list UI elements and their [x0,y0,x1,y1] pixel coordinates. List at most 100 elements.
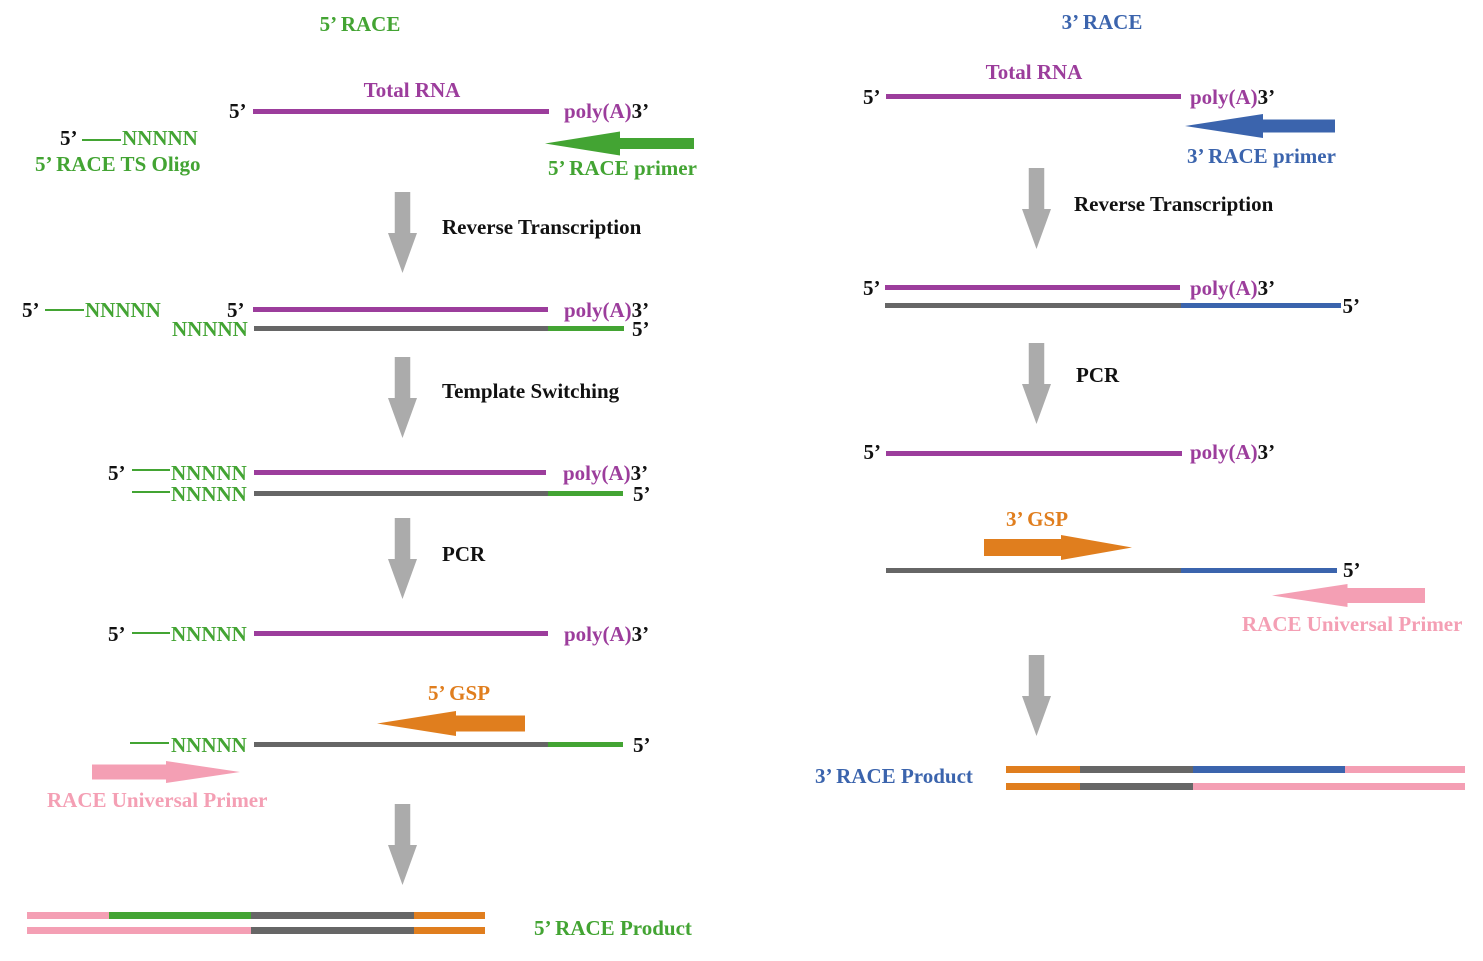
r-stepC-rna-5prime-label: 5’ [863,440,882,464]
stepB-oligo-line [45,309,84,311]
stepB-cdna-n-label: NNNNN [172,317,248,341]
product3-top-orange-segment [1005,766,1080,773]
three-prime-label: 3’ [631,298,650,322]
five-race-product-label: 5’ RACE Product [534,916,692,940]
stepC-cdna-oligo-line [131,491,170,493]
race-universal-primer-arrow-icon-right [1272,583,1425,607]
r-poly-a-3prime-label: poly(A)3’ [1190,84,1276,109]
product5-bottom-orange-segment [414,927,485,934]
product5-top-pink-segment [27,912,109,919]
reverse-transcription-arrow-icon-left [387,192,417,273]
ts-oligo-5prime-label: 5’ [60,125,78,150]
pcr-label-right: PCR [1076,363,1120,387]
r-stepC-cdna-strand [886,567,1181,573]
r-stepC-poly-a-3prime-label: poly(A)3’ [1190,442,1275,463]
stepE-cdna-5prime-label: 5’ [633,732,651,757]
product5-bottom-gray-segment [251,927,414,934]
five-gsp-arrow-icon [377,710,525,736]
product3-top-gray-segment [1080,766,1193,773]
three-race-primer-arrow-icon [1185,114,1335,138]
race-universal-primer-arrow-icon-left [92,761,240,783]
total-rna-label-left: Total RNA [363,78,461,102]
product5-top-green-segment [108,912,251,919]
product5-top-gray-segment [251,912,414,919]
product5-bottom-pink-segment [27,927,251,934]
five-race-primer-arrow-icon [545,131,694,156]
stepB-oligo-5prime-label: 5’ [22,298,40,322]
three-gsp-label: 3’ GSP [1006,506,1069,531]
reverse-transcription-label-right: Reverse Transcription [1074,191,1274,216]
right-panel-title: 3’ RACE [1061,10,1143,34]
r-stepC-cdna-blue-segment [1181,567,1337,573]
five-race-primer-label: 5’ RACE primer [548,156,697,180]
poly-a-label: poly(A) [564,622,632,646]
three-race-primer-label: 3’ RACE primer [1187,144,1336,168]
total-rna-strand [253,108,549,114]
r-stepB-rna-5prime-label: 5’ [863,275,881,300]
r-stepB-poly-a-3prime-label: poly(A)3’ [1190,275,1276,300]
three-prime-label: 3’ [1257,84,1276,109]
stepB-cdna-strand [253,326,548,331]
ts-oligo-line [82,139,121,141]
product3-bottom-gray-segment [1080,783,1193,790]
stepD-rna-5prime-label: 5’ [108,622,126,646]
three-prime-label: 3’ [1257,440,1276,464]
left-panel-title: 5’ RACE [319,12,401,36]
pcr-label-left: PCR [442,541,486,566]
r-stepB-rna-strand [885,284,1180,290]
three-prime-label: 3’ [631,622,650,646]
poly-a-3prime-label: poly(A)3’ [564,101,649,122]
template-switching-arrow-icon [387,357,417,438]
poly-a-label: poly(A) [1190,440,1258,464]
stepB-rna-5prime-label: 5’ [227,298,245,322]
product3-top-blue-segment [1192,766,1345,773]
poly-a-label: poly(A) [563,461,631,485]
stepC-rna-oligo-line [131,469,170,471]
stepE-cdna-strand [254,741,548,747]
three-prime-label: 3’ [1257,275,1276,300]
three-prime-label: 3’ [631,99,650,123]
r-total-rna-strand [886,93,1181,99]
r-stepC-cdna-5prime-label: 5’ [1343,557,1361,582]
stepD-rna-strand [254,631,548,636]
five-gsp-label: 5’ GSP [428,680,491,705]
stepD-poly-a-3prime-label: poly(A)3’ [564,624,649,645]
reverse-transcription-arrow-icon-right [1021,168,1051,249]
stepB-poly-a-3prime-label: poly(A)3’ [564,300,649,321]
ts-oligo-name-label: 5’ RACE TS Oligo [35,151,201,176]
poly-a-label: poly(A) [564,298,632,322]
poly-a-label: poly(A) [1190,275,1258,300]
r-stepC-rna-strand [886,450,1182,456]
stepC-cdna-n-label: NNNNN [171,481,247,506]
r-stepB-cdna-blue-segment [1181,302,1341,308]
stepB-rna-strand [253,307,548,312]
stepC-cdna-5prime-label: 5’ [633,481,651,506]
stepC-rna-n-label: NNNNN [171,461,247,485]
stepC-poly-a-3prime-label: poly(A)3’ [563,463,648,484]
stepB-cdna-5prime-label: 5’ [632,317,650,341]
stepD-rna-oligo-line [131,632,170,634]
amplify-arrow-icon-right [1021,655,1051,736]
ts-oligo-n-label: NNNNN [122,125,198,150]
rna-5prime-label: 5’ [229,99,247,123]
template-switching-label: Template Switching [442,379,620,403]
product3-bottom-orange-segment [1005,783,1080,790]
product3-top-pink-segment [1345,766,1465,773]
pcr-arrow-icon-right [1021,343,1051,424]
pcr-arrow-icon-left [387,518,417,599]
stepE-oligo-line [130,742,169,744]
stepB-oligo-n-label: NNNNN [85,298,161,322]
stepB-cdna-green-segment [547,326,624,331]
three-gsp-arrow-icon [984,534,1132,560]
stepE-cdna-green-segment [548,741,623,747]
product5-top-orange-segment [414,912,485,919]
product3-bottom-pink-segment [1192,783,1465,790]
race-universal-primer-label-left: RACE Universal Primer [47,788,268,812]
stepD-rna-n-label: NNNNN [171,622,247,646]
poly-a-label: poly(A) [564,99,632,123]
r-rna-5prime-label: 5’ [863,84,881,109]
stepE-n-label: NNNNN [171,732,247,757]
three-prime-label: 3’ [630,461,649,485]
r-stepB-cdna-strand [885,302,1181,308]
